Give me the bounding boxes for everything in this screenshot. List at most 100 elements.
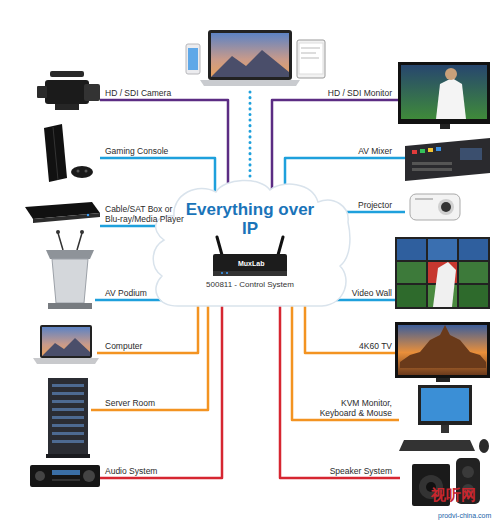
mobile-devices bbox=[297, 40, 325, 78]
mobile-devices bbox=[208, 30, 292, 80]
device-label: Computer bbox=[105, 341, 215, 351]
watermark-url: prodvi-china.com bbox=[438, 511, 491, 520]
device-label: Video Wall bbox=[282, 288, 392, 298]
mobile-devices bbox=[301, 48, 320, 49]
mobile-devices bbox=[186, 44, 200, 74]
device-label: 4K60 TV bbox=[282, 341, 392, 351]
server-illustration bbox=[52, 440, 84, 443]
camera-illustration bbox=[84, 84, 100, 101]
monitor-illustration bbox=[445, 68, 457, 80]
receiver-illustration bbox=[35, 471, 45, 481]
signal-connector bbox=[280, 290, 400, 478]
laptop-illustration bbox=[42, 327, 90, 356]
device-label: Audio System bbox=[105, 466, 215, 476]
cloud-hub: Everything over IP 500811 - Control Syste… bbox=[170, 195, 330, 290]
console-illustration bbox=[44, 124, 67, 182]
videowall-illustration bbox=[397, 262, 426, 283]
device-node: KVM Monitor, Keyboard & Mouse bbox=[399, 384, 489, 454]
device-node: HD / SDI Camera bbox=[35, 70, 100, 115]
projector-illustration bbox=[410, 194, 460, 220]
speaker-illustration bbox=[462, 466, 474, 478]
device-caption: 500811 - Control System bbox=[170, 280, 330, 289]
device-label: Server Room bbox=[105, 398, 215, 408]
tv-illustration bbox=[395, 322, 490, 378]
mobile-devices bbox=[211, 50, 289, 77]
laptop-illustration bbox=[33, 358, 99, 364]
projector-illustration bbox=[410, 194, 460, 220]
device-label: Speaker System bbox=[282, 466, 392, 476]
cloud-shape bbox=[153, 180, 350, 306]
podium-illustration bbox=[52, 259, 88, 303]
device-node: Cable/SAT Box or Blu-ray/Media Player bbox=[25, 198, 100, 230]
podium-illustration bbox=[48, 303, 92, 309]
videowall-illustration bbox=[397, 285, 426, 307]
tv-illustration bbox=[436, 378, 450, 382]
device-label: Gaming Console bbox=[105, 146, 215, 156]
laptop-illustration bbox=[40, 325, 92, 358]
podium-illustration bbox=[77, 233, 82, 250]
device-node: Server Room bbox=[45, 376, 91, 458]
podium-illustration bbox=[80, 230, 84, 234]
podium-illustration bbox=[56, 230, 60, 234]
camera-illustration bbox=[55, 104, 79, 110]
server-illustration bbox=[46, 454, 90, 458]
projector-illustration bbox=[438, 199, 454, 215]
server-illustration bbox=[52, 400, 84, 403]
device-node: Projector bbox=[405, 190, 462, 224]
mobile-devices bbox=[299, 43, 323, 74]
tv-illustration bbox=[400, 325, 486, 368]
device-node: AV Mixer bbox=[405, 136, 490, 182]
server-illustration bbox=[52, 432, 84, 435]
receiver-illustration bbox=[52, 470, 80, 475]
console-illustration bbox=[44, 124, 93, 182]
device-brand: MuxLab bbox=[238, 259, 264, 268]
monitor-illustration bbox=[440, 124, 450, 129]
device-node: Gaming Console bbox=[40, 125, 100, 182]
device-node: 4K60 TV bbox=[395, 322, 490, 382]
mobile-devices bbox=[188, 48, 198, 70]
videowall-illustration bbox=[459, 285, 488, 307]
device-node: Computer bbox=[33, 323, 97, 368]
console-illustration bbox=[77, 170, 80, 173]
receiver-illustration bbox=[83, 470, 95, 482]
bluray-illustration bbox=[87, 214, 89, 216]
server-illustration bbox=[46, 378, 90, 458]
server-illustration bbox=[52, 416, 84, 419]
monitor-illustration bbox=[398, 62, 490, 124]
server-illustration bbox=[52, 408, 84, 411]
mixer-illustration bbox=[412, 168, 452, 171]
bluray-illustration bbox=[33, 213, 100, 223]
videowall-illustration bbox=[433, 262, 456, 307]
projector-illustration bbox=[441, 202, 451, 212]
podium-illustration bbox=[46, 250, 94, 259]
device-node: HD / SDI Monitor bbox=[398, 62, 490, 124]
device-label: AV Mixer bbox=[282, 146, 392, 156]
signal-connector bbox=[272, 100, 398, 195]
kvm-illustration bbox=[399, 385, 489, 453]
laptop-illustration bbox=[33, 325, 99, 364]
mixer-illustration bbox=[428, 148, 433, 152]
mobile-devices bbox=[301, 53, 316, 54]
videowall-illustration bbox=[459, 239, 488, 260]
mobile-devices bbox=[200, 80, 300, 86]
device-label: HD / SDI Monitor bbox=[282, 88, 392, 98]
signal-connector bbox=[100, 290, 222, 478]
hub-title: Everything over IP bbox=[185, 200, 315, 238]
device-node: Video Wall bbox=[395, 235, 490, 310]
server-illustration bbox=[52, 384, 84, 387]
tv-illustration bbox=[398, 325, 487, 375]
bluray-illustration bbox=[25, 202, 100, 223]
mixer-illustration bbox=[436, 147, 441, 151]
camera-illustration bbox=[37, 86, 47, 98]
console-illustration bbox=[53, 127, 58, 180]
videowall-illustration bbox=[395, 237, 490, 309]
podium-illustration bbox=[46, 230, 94, 309]
tv-illustration bbox=[395, 322, 490, 382]
server-illustration bbox=[52, 424, 84, 427]
kvm-illustration bbox=[399, 440, 475, 451]
device-label: KVM Monitor, Keyboard & Mouse bbox=[312, 398, 392, 418]
speaker-illustration bbox=[412, 458, 480, 506]
console-illustration bbox=[85, 170, 88, 173]
mobile-devices bbox=[301, 58, 319, 59]
